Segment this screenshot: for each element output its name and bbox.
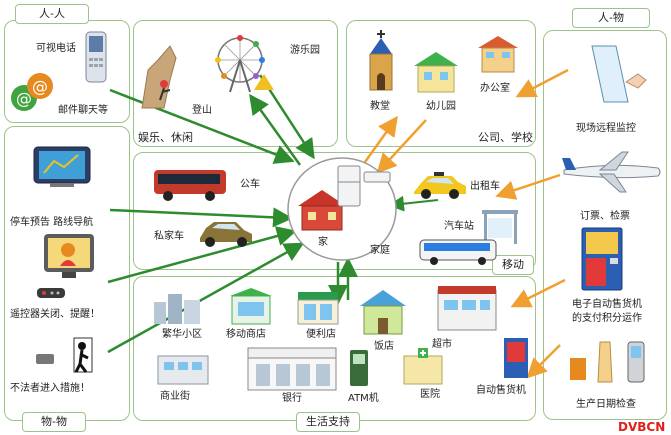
church-label: 教堂 [370, 101, 390, 112]
remote-control-icon [37, 288, 65, 298]
svg-text:@: @ [32, 77, 48, 96]
amusement-park-label: 游乐园 [290, 45, 320, 56]
ticketing-label: 订票、检票 [580, 211, 630, 222]
header-person-object: 人-物 [572, 8, 650, 28]
production-check-label: 生产日期检查 [576, 399, 636, 410]
remote-control-label: 遥控器关闭、提醒！ [10, 309, 100, 320]
products-icon [570, 341, 645, 383]
vending-kiosk-icon [581, 227, 623, 291]
bus-label: 公车 [240, 179, 260, 190]
svg-text:@: @ [16, 89, 32, 108]
restaurant-icon [360, 290, 406, 335]
supermarket-label: 超市 [432, 339, 452, 350]
video-phone-icon [85, 31, 107, 83]
office-icon [478, 36, 518, 73]
navigation-display-icon [33, 146, 91, 187]
mail-chat-label: 邮件聊天等 [58, 105, 108, 116]
bus-stop-icon [419, 210, 518, 265]
email-icon: @ @ [11, 73, 53, 111]
private-car-icon [200, 222, 252, 247]
vending-payment-label-line1: 电子自动售货机 [572, 299, 642, 310]
restaurant-label: 饭店 [374, 341, 394, 352]
church-icon [369, 30, 393, 91]
convenience-store-label: 便利店 [306, 329, 336, 340]
commercial-street-label: 商业街 [160, 391, 190, 402]
district-label: 繁华小区 [162, 329, 202, 340]
appliance-icon [337, 165, 391, 207]
bus-stop-label: 汽车站 [444, 221, 474, 232]
kindergarten-label: 幼儿园 [426, 101, 456, 112]
television-icon [44, 234, 94, 278]
district-icon [154, 294, 200, 324]
commercial-street-icon [157, 355, 209, 385]
parking-nav-label: 停车预告 路线导航 [10, 217, 94, 228]
supermarket-icon [437, 286, 497, 331]
remote-monitor-label: 现场远程监控 [576, 123, 636, 134]
hospital-icon [403, 348, 443, 385]
climbing-label: 登山 [192, 105, 212, 116]
bank-icon [247, 347, 337, 391]
ferris-wheel-icon [215, 35, 274, 93]
watermark: DVBCN [618, 420, 666, 434]
climbing-icon [141, 45, 177, 109]
private-car-label: 私家车 [154, 231, 184, 242]
section-leisure-label: 娱乐、休闲 [138, 131, 193, 144]
airplane-icon [562, 151, 661, 193]
vending-machine-label: 自动售货机 [476, 385, 526, 396]
intruder-label: 不法者进入措施！ [10, 383, 90, 394]
header-person-person: 人-人 [15, 4, 89, 24]
taxi-label: 出租车 [470, 181, 500, 192]
header-object-object: 物-物 [22, 412, 86, 432]
touch-panel-icon [591, 45, 647, 103]
home-label: 家庭 [370, 245, 390, 256]
vending-payment-label-line2: 的支付积分运作 [572, 313, 642, 324]
kindergarten-icon [414, 52, 458, 93]
mobile-store-icon [230, 288, 272, 325]
bus-icon [154, 170, 226, 201]
atm-label: ATM机 [348, 393, 379, 404]
atm-icon [350, 350, 368, 386]
hospital-label: 医院 [420, 389, 440, 400]
bank-label: 银行 [282, 393, 302, 404]
house-icon [298, 190, 346, 231]
intruder-icon [36, 337, 93, 373]
office-label: 办公室 [480, 83, 510, 94]
mobile-store-label: 移动商店 [226, 329, 266, 340]
taxi-icon [414, 172, 466, 199]
section-mobile-label: 移动 [492, 255, 534, 275]
section-life-support-label: 生活支持 [296, 412, 360, 432]
video-call-label: 可视电话 [36, 43, 76, 54]
house-label: 家 [318, 237, 328, 248]
convenience-store-icon [297, 292, 339, 325]
vending-machine-icon [504, 338, 528, 378]
section-company-school-label: 公司、学校 [478, 131, 533, 144]
